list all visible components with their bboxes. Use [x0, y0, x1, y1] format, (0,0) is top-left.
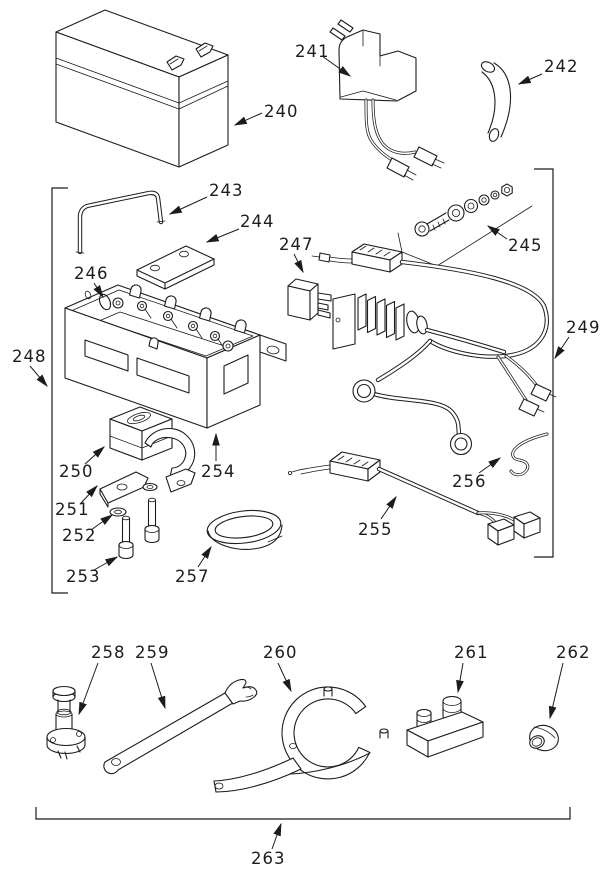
leader-arrow-263 — [271, 822, 282, 850]
part-number-251: 251 — [55, 500, 90, 519]
bullet-connector — [352, 379, 376, 403]
box-slot — [223, 354, 249, 395]
terminal-boot — [513, 511, 541, 539]
leader-arrow-252 — [90, 514, 114, 531]
plug-prong — [337, 19, 354, 33]
leader-arrow-257 — [197, 545, 212, 568]
leader-arrow-261 — [456, 662, 464, 694]
cap-illustration — [529, 724, 559, 752]
part-number-250: 250 — [59, 462, 94, 481]
part-number-249: 249 — [566, 318, 601, 337]
leader-arrow-249 — [554, 336, 570, 360]
part-number-243: 243 — [209, 181, 244, 200]
leader-arrow-251 — [80, 485, 98, 504]
wire-harness-illustration — [311, 243, 557, 456]
part-number-262: 262 — [556, 643, 591, 662]
group-bracket-249 — [534, 168, 554, 558]
tube-illustration — [480, 61, 512, 142]
leader-arrow-247 — [293, 253, 304, 274]
battery-terminal — [195, 42, 214, 58]
leader-arrow-256 — [478, 457, 502, 474]
spade-terminal — [518, 383, 557, 417]
rubber-mount-illustration — [109, 406, 196, 493]
group-bracket-263 — [35, 807, 571, 820]
leader-arrow-260 — [277, 662, 292, 693]
part-number-240: 240 — [264, 102, 299, 121]
plug-assembly-illustration — [46, 685, 86, 760]
leader-arrow-244 — [205, 228, 240, 243]
part-number-256: 256 — [452, 472, 487, 491]
wrench-illustration — [103, 678, 258, 775]
part-number-260: 260 — [263, 643, 298, 662]
box-stud — [112, 297, 234, 352]
hold-down-bar-illustration — [75, 190, 166, 255]
tool-block-illustration — [406, 695, 484, 758]
sub-wire-illustration — [287, 451, 541, 546]
battery-charger-illustration — [329, 19, 445, 181]
part-number-246: 246 — [74, 264, 109, 283]
leader-arrow-253 — [93, 556, 119, 571]
bolt-washer-set-illustration — [397, 183, 533, 267]
box-tab — [128, 284, 247, 350]
washer-illustration — [109, 482, 158, 517]
rectifier — [332, 293, 428, 350]
spanner-wrench-illustration — [213, 686, 389, 793]
part-number-244: 244 — [240, 212, 275, 231]
bolt-illustration — [118, 497, 160, 560]
leader-arrow-250 — [84, 446, 105, 465]
leader-arrow-258 — [78, 662, 99, 716]
part-number-261: 261 — [454, 643, 489, 662]
part-labels: 240 241 242 243 244 245 246 247 248 249 250 251 252 2… — [12, 42, 601, 868]
battery-box-illustration — [64, 284, 287, 429]
leader-arrow-248 — [29, 365, 48, 387]
leader-arrow-246 — [93, 282, 104, 299]
bullet-connector — [449, 432, 473, 456]
part-number-263: 263 — [251, 849, 286, 868]
plug-prong — [329, 27, 346, 41]
battery-illustration — [55, 9, 229, 168]
part-number-254: 254 — [201, 462, 236, 481]
saddle-clamp — [144, 427, 196, 478]
leader-arrow-242 — [517, 73, 543, 85]
leader-arrow-245 — [486, 225, 508, 240]
leader-arrow-241 — [321, 55, 352, 77]
part-number-241: 241 — [295, 42, 330, 61]
spade-connector — [413, 146, 445, 169]
leader-arrow-240 — [233, 112, 263, 126]
group-bracket-248 — [51, 187, 68, 594]
leader-arrow-259 — [150, 662, 166, 710]
part-number-259: 259 — [135, 643, 170, 662]
terminal-boot — [487, 518, 515, 546]
harness-connector — [311, 243, 403, 273]
part-number-245: 245 — [508, 236, 543, 255]
leader-arrow-262 — [548, 662, 564, 720]
part-number-257: 257 — [175, 567, 210, 586]
battery-terminal — [166, 55, 185, 71]
part-number-248: 248 — [12, 347, 47, 366]
part-number-252: 252 — [62, 526, 97, 545]
part-number-253: 253 — [66, 567, 101, 586]
wire-clip-illustration — [509, 432, 549, 477]
part-number-258: 258 — [91, 643, 126, 662]
part-number-255: 255 — [358, 520, 393, 539]
leader-arrow-243 — [168, 196, 208, 215]
mount-bracket-illustration — [99, 471, 149, 508]
box-slot — [136, 357, 190, 394]
spanner-pin — [323, 686, 389, 739]
band-illustration — [206, 509, 283, 550]
relay-terminal — [317, 292, 332, 319]
part-number-247: 247 — [279, 235, 314, 254]
plate-illustration — [136, 245, 215, 290]
box-slot — [84, 339, 129, 372]
spade-connector — [386, 157, 417, 181]
relay-illustration — [287, 278, 332, 321]
leader-arrow-255 — [380, 495, 397, 520]
part-number-242: 242 — [544, 57, 579, 76]
mount-flange — [259, 334, 287, 362]
